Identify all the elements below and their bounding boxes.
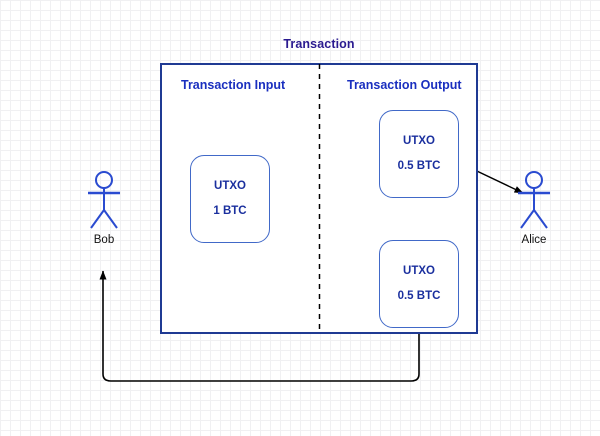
utxo-output-bottom-box[interactable]: UTXO 0.5 BTC <box>379 240 459 328</box>
actor-alice[interactable]: Alice <box>504 170 564 246</box>
utxo-input-amount: 1 BTC <box>213 205 247 217</box>
diagram-title: Transaction <box>283 37 355 51</box>
stick-figure-icon <box>518 171 550 229</box>
transaction-output-label: Transaction Output <box>347 78 462 92</box>
actor-alice-label: Alice <box>521 234 547 246</box>
utxo-output-top-box[interactable]: UTXO 0.5 BTC <box>379 110 459 198</box>
utxo-output-top-name: UTXO <box>403 134 435 147</box>
transaction-input-label: Transaction Input <box>181 78 286 92</box>
utxo-output-top-amount: 0.5 BTC <box>397 160 441 172</box>
utxo-output-bottom-amount: 0.5 BTC <box>397 290 441 302</box>
actor-bob[interactable]: Bob <box>74 170 134 246</box>
stick-figure-icon <box>88 171 120 229</box>
utxo-input-name: UTXO <box>214 179 246 192</box>
input-output-divider <box>318 64 321 333</box>
actor-bob-label: Bob <box>93 234 115 246</box>
utxo-input-box[interactable]: UTXO 1 BTC <box>190 155 270 243</box>
utxo-output-bottom-name: UTXO <box>403 264 435 277</box>
